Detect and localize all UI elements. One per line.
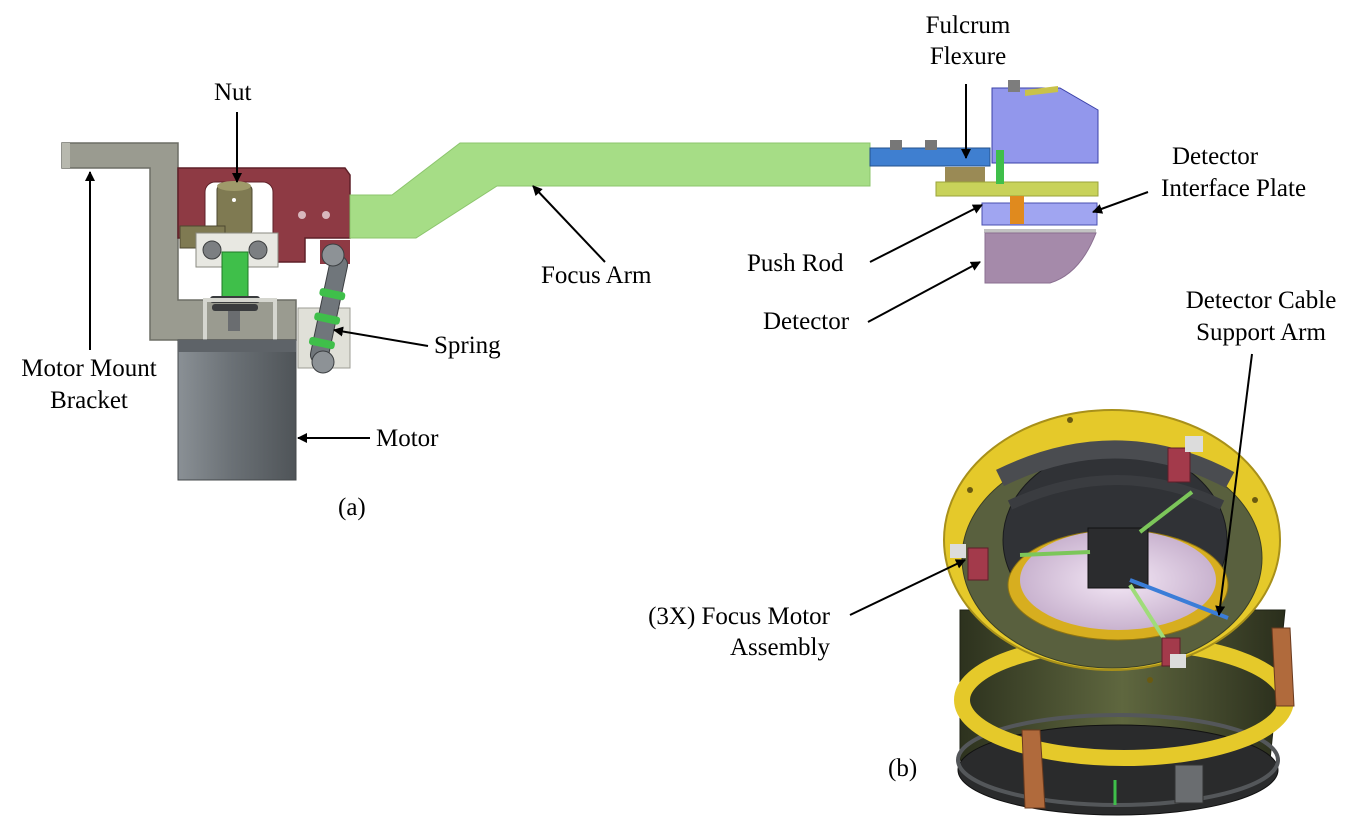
label-push-rod: Push Rod bbox=[747, 250, 844, 277]
motor-body bbox=[177, 339, 297, 481]
label-focus-motor-assembly-line1: (3X) Focus Motor bbox=[648, 603, 830, 630]
label-nut: Nut bbox=[214, 79, 252, 106]
label-focus-arm: Focus Arm bbox=[541, 262, 652, 289]
label-detector-interface-plate-line2: Interface Plate bbox=[1161, 175, 1307, 202]
detector-end-assembly bbox=[869, 80, 1099, 284]
lead-screw bbox=[195, 232, 279, 358]
label-detector-cable-support-arm-line2: Support Arm bbox=[1196, 319, 1326, 346]
label-fulcrum-flexure-line2: Flexure bbox=[929, 43, 1007, 70]
label-focus-motor-assembly-line2: Assembly bbox=[730, 634, 830, 661]
label-panel-b: (b) bbox=[888, 755, 918, 782]
label-detector-interface-plate-line1: Detector bbox=[1171, 143, 1259, 170]
spring-assembly bbox=[297, 243, 351, 374]
instrument-isometric bbox=[943, 409, 1295, 816]
label-motor-mount-bracket-line1: Motor Mount bbox=[21, 355, 157, 382]
label-panel-a: (a) bbox=[338, 494, 366, 521]
label-motor-mount-bracket-line2: Bracket bbox=[50, 387, 128, 414]
focus-arm-part bbox=[349, 142, 871, 239]
label-motor: Motor bbox=[376, 425, 439, 452]
label-detector-cable-support-arm-line1: Detector Cable bbox=[1185, 287, 1337, 314]
label-spring: Spring bbox=[434, 332, 501, 359]
leader-arrows bbox=[85, 84, 1253, 616]
label-detector: Detector bbox=[763, 308, 850, 335]
label-fulcrum-flexure-line1: Fulcrum bbox=[925, 12, 1011, 39]
